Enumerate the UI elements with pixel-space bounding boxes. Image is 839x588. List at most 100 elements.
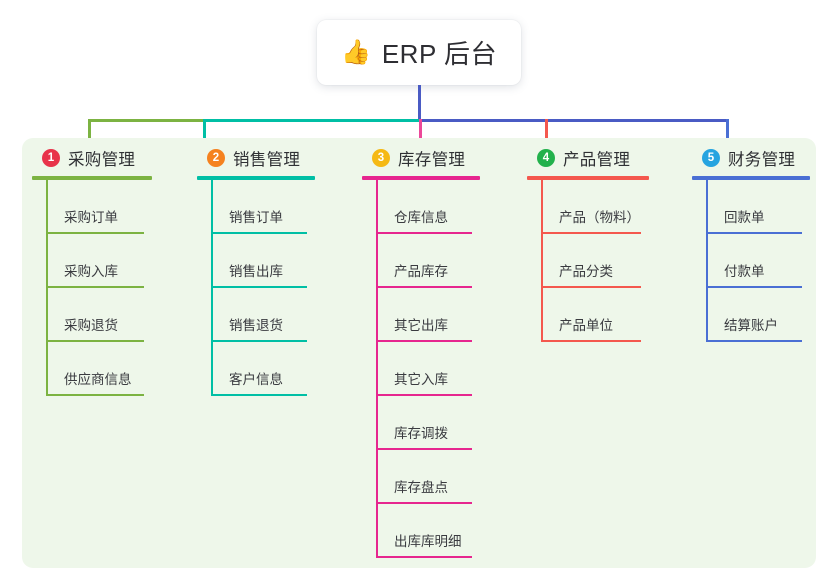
branch-child-rule <box>706 340 802 342</box>
branch-child-label: 销售出库 <box>229 264 283 279</box>
branch-child-label: 库存盘点 <box>394 480 448 495</box>
branch-rule-2 <box>197 176 315 180</box>
branch-child-label: 客户信息 <box>229 372 283 387</box>
branch-rule-3 <box>362 176 480 180</box>
branch-badge-1: 1 <box>42 149 60 167</box>
branch-child-rule <box>706 286 802 288</box>
branch-title-5: 财务管理 <box>728 151 796 169</box>
branch-child-label: 产品（物料） <box>559 210 640 225</box>
bus-cap-right <box>719 119 729 122</box>
branch-child-item[interactable]: 销售退货 <box>211 288 315 342</box>
branch-child-item[interactable]: 其它入库 <box>376 342 480 396</box>
root-stem <box>418 85 421 122</box>
branch-child-item[interactable]: 出库库明细 <box>376 504 480 558</box>
branch-child-rule <box>211 340 307 342</box>
branch-child-rule <box>376 448 472 450</box>
branch-header-3[interactable]: 3 库存管理 <box>362 146 480 170</box>
bus-segment-3 <box>419 119 729 122</box>
branch-child-label: 其它出库 <box>394 318 448 333</box>
branch-child-rule <box>211 394 307 396</box>
branch-child-rule <box>46 394 144 396</box>
branch-child-label: 其它入库 <box>394 372 448 387</box>
branch-child-item[interactable]: 其它出库 <box>376 288 480 342</box>
branch-child-item[interactable]: 产品单位 <box>541 288 649 342</box>
branch-child-label: 销售退货 <box>229 318 283 333</box>
branch-child-rule <box>541 340 641 342</box>
branch-child-label: 产品单位 <box>559 318 613 333</box>
branch-child-item[interactable]: 采购入库 <box>46 234 152 288</box>
branch-children-1: 采购订单采购入库采购退货供应商信息 <box>46 180 152 396</box>
branch-child-item[interactable]: 仓库信息 <box>376 180 480 234</box>
branch-header-2[interactable]: 2 销售管理 <box>197 146 315 170</box>
root-node[interactable]: 👍 ERP 后台 <box>317 20 521 85</box>
branch-child-rule <box>376 340 472 342</box>
branch-spine-2 <box>211 180 213 396</box>
branch-drop-2 <box>203 119 206 147</box>
branch-drop-5 <box>726 119 729 147</box>
branch-child-label: 库存调拨 <box>394 426 448 441</box>
branch-header-1[interactable]: 1 采购管理 <box>32 146 152 170</box>
branch-children-5: 回款单付款单结算账户 <box>706 180 810 342</box>
branch-drop-1 <box>88 119 91 147</box>
branch-child-label: 产品分类 <box>559 264 613 279</box>
branch-column-2[interactable]: 2 销售管理销售订单销售出库销售退货客户信息 <box>197 146 315 396</box>
branch-child-label: 销售订单 <box>229 210 283 225</box>
branch-child-label: 付款单 <box>724 264 765 279</box>
branch-child-item[interactable]: 销售出库 <box>211 234 315 288</box>
branch-child-label: 仓库信息 <box>394 210 448 225</box>
root-node-title: ERP 后台 <box>381 39 498 69</box>
branch-child-rule <box>211 232 307 234</box>
branch-child-label: 结算账户 <box>724 318 778 333</box>
bus-cap-left <box>88 119 98 122</box>
branch-child-item[interactable]: 库存调拨 <box>376 396 480 450</box>
branch-child-label: 回款单 <box>724 210 765 225</box>
branch-child-item[interactable]: 销售订单 <box>211 180 315 234</box>
branch-child-item[interactable]: 产品分类 <box>541 234 649 288</box>
branch-spine-5 <box>706 180 708 342</box>
branch-title-1: 采购管理 <box>68 151 136 169</box>
bus-segment-2 <box>203 119 419 122</box>
branch-child-item[interactable]: 采购订单 <box>46 180 152 234</box>
branch-child-rule <box>541 232 641 234</box>
branch-child-rule <box>541 286 641 288</box>
branch-child-item[interactable]: 采购退货 <box>46 288 152 342</box>
branch-title-3: 库存管理 <box>398 151 466 169</box>
branch-child-item[interactable]: 付款单 <box>706 234 810 288</box>
branch-child-label: 产品库存 <box>394 264 448 279</box>
branch-child-item[interactable]: 客户信息 <box>211 342 315 396</box>
branch-rule-5 <box>692 176 810 180</box>
branch-child-rule <box>376 556 472 558</box>
branch-child-rule <box>46 286 144 288</box>
branch-child-label: 采购订单 <box>64 210 118 225</box>
branch-spine-3 <box>376 180 378 558</box>
branch-child-item[interactable]: 库存盘点 <box>376 450 480 504</box>
branch-child-label: 出库库明细 <box>394 534 462 549</box>
branch-child-rule <box>376 286 472 288</box>
branch-rule-4 <box>527 176 649 180</box>
branch-child-rule <box>376 232 472 234</box>
branch-badge-2: 2 <box>207 149 225 167</box>
branch-column-3[interactable]: 3 库存管理仓库信息产品库存其它出库其它入库库存调拨库存盘点出库库明细 <box>362 146 480 558</box>
branch-child-label: 供应商信息 <box>64 372 132 387</box>
branch-title-4: 产品管理 <box>563 151 631 169</box>
thumbs-up-icon: 👍 <box>340 39 371 66</box>
branch-spine-1 <box>46 180 48 396</box>
branch-child-item[interactable]: 供应商信息 <box>46 342 152 396</box>
branch-child-item[interactable]: 结算账户 <box>706 288 810 342</box>
branch-children-3: 仓库信息产品库存其它出库其它入库库存调拨库存盘点出库库明细 <box>376 180 480 558</box>
branch-child-label: 采购入库 <box>64 264 118 279</box>
branch-child-item[interactable]: 回款单 <box>706 180 810 234</box>
branch-child-rule <box>376 502 472 504</box>
branch-badge-3: 3 <box>372 149 390 167</box>
branch-children-2: 销售订单销售出库销售退货客户信息 <box>211 180 315 396</box>
branch-child-item[interactable]: 产品库存 <box>376 234 480 288</box>
branch-column-1[interactable]: 1 采购管理采购订单采购入库采购退货供应商信息 <box>32 146 152 396</box>
branch-title-2: 销售管理 <box>233 151 301 169</box>
branch-drop-3 <box>419 119 422 147</box>
branch-child-item[interactable]: 产品（物料） <box>541 180 649 234</box>
